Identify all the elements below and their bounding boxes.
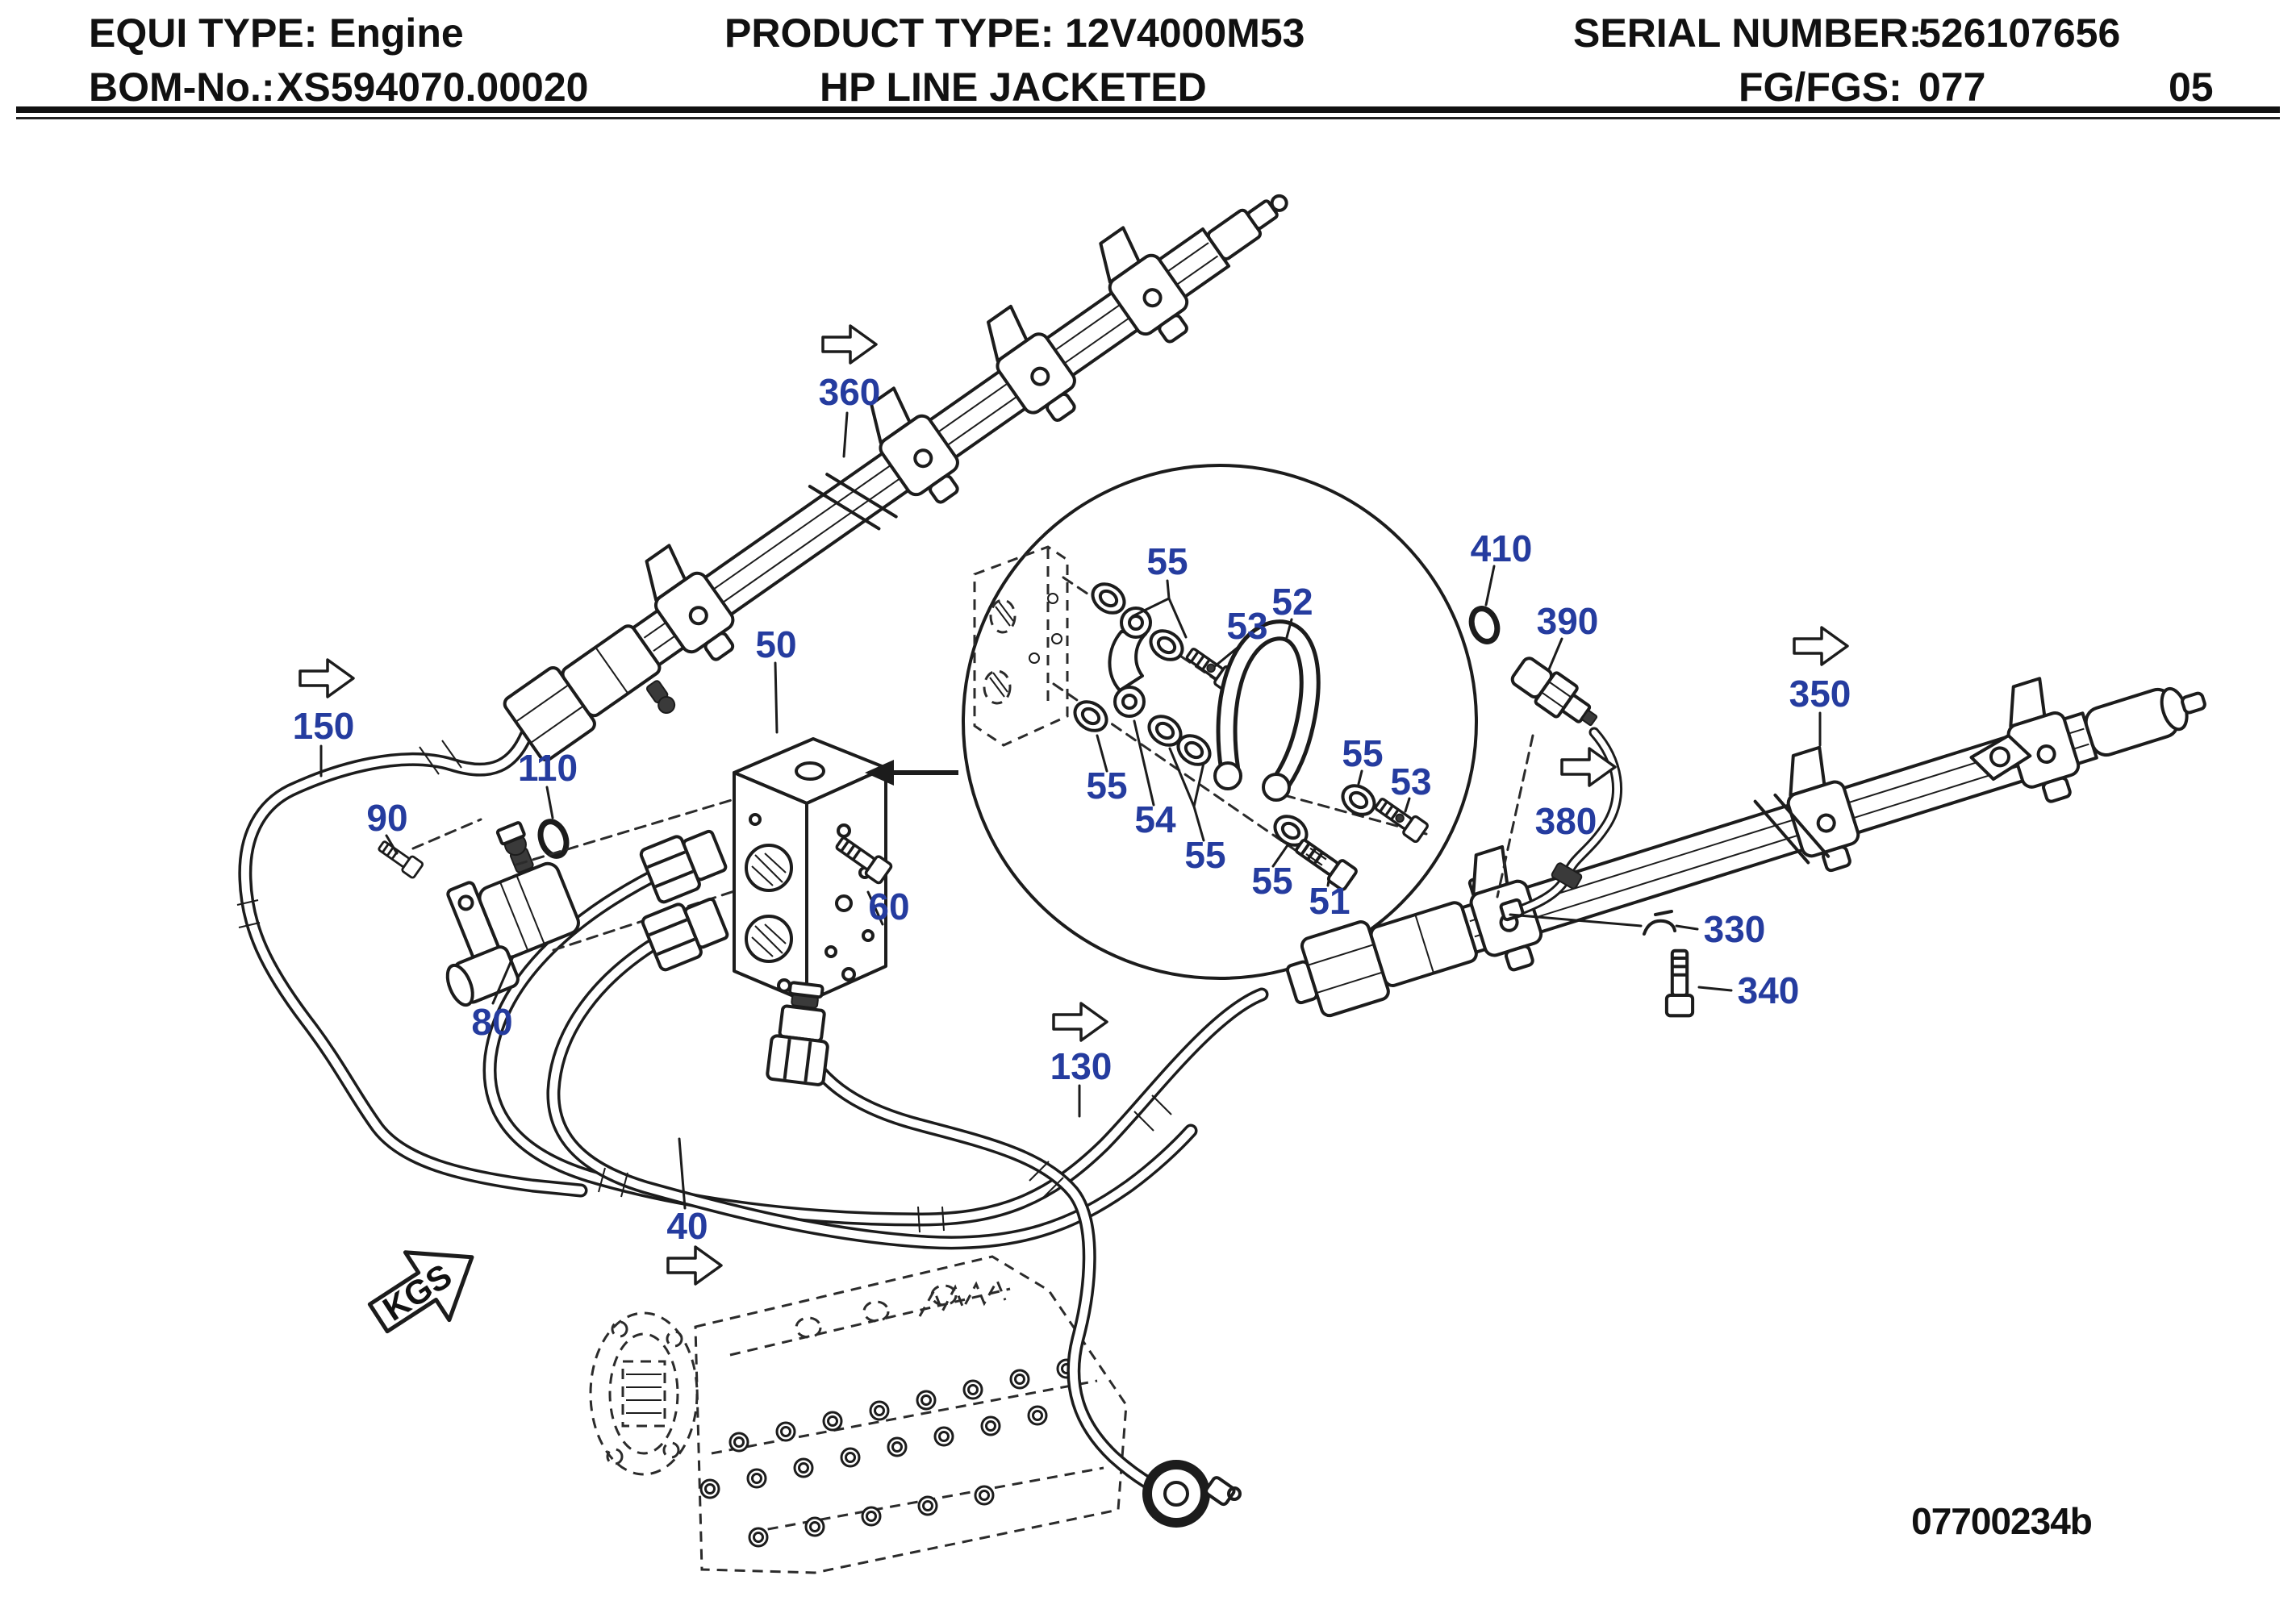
callout-110: 110 — [518, 747, 578, 789]
engine-outline — [589, 1255, 1128, 1574]
sensor-390 — [1510, 657, 1598, 727]
callout-410: 410 — [1471, 527, 1533, 569]
callouts: 360 150 90 110 50 80 60 130 40 410 390 3… — [293, 371, 1851, 1247]
header: EQUI TYPE: Engine PRODUCT TYPE: 12V4000M… — [16, 10, 2280, 119]
clip-leader — [1509, 913, 1643, 928]
callout-54: 54 — [1134, 798, 1176, 840]
hose-150 — [238, 728, 588, 1198]
product-type-label: PRODUCT TYPE: — [724, 10, 1054, 56]
banjo-bolt-53-upper — [1182, 643, 1242, 694]
callout-60: 60 — [868, 886, 909, 928]
drawing-number: 07700234b — [1911, 1500, 2092, 1542]
callout-53-right: 53 — [1390, 761, 1431, 802]
bom-no-label: BOM-No.: — [89, 65, 275, 110]
bolt-90 — [374, 836, 425, 880]
banjo-bolt-53-right — [1371, 793, 1430, 844]
direction-arrow-150 — [298, 658, 355, 698]
callout-51: 51 — [1309, 880, 1350, 922]
direction-arrow-130 — [1052, 1002, 1108, 1042]
callout-55-top: 55 — [1146, 540, 1188, 582]
callout-340: 340 — [1738, 969, 1800, 1011]
hose-engine-feed — [790, 1025, 1169, 1498]
banjo-bolt-51 — [1290, 833, 1359, 893]
pressure-sensor-ball — [1142, 1460, 1242, 1528]
hp-rail-360 — [503, 194, 1288, 762]
detail-circle — [962, 464, 1478, 980]
injector-nuts — [699, 1358, 1077, 1548]
serial-number-label: SERIAL NUMBER: — [1573, 10, 1922, 56]
callout-40: 40 — [666, 1205, 708, 1247]
fg-fgs-label: FG/FGS: — [1739, 65, 1902, 110]
sheet-number: 05 — [2169, 65, 2214, 110]
o-ring-410 — [1468, 606, 1501, 644]
callout-55-mid: 55 — [1184, 834, 1225, 876]
callout-330: 330 — [1704, 908, 1766, 950]
equi-type-label: EQUI TYPE: — [89, 10, 317, 56]
callout-130: 130 — [1050, 1045, 1113, 1087]
o-ring-110 — [537, 819, 570, 859]
callout-53-upper: 53 — [1226, 605, 1267, 647]
banjo-link-54 — [1052, 576, 1428, 878]
callout-80: 80 — [471, 1001, 512, 1043]
direction-arrow-40 — [666, 1245, 723, 1286]
cylinder-head-fragment — [973, 545, 1069, 747]
bolt-340 — [1667, 951, 1693, 1016]
callout-50: 50 — [755, 623, 796, 665]
bom-no-value: XS594070.00020 — [277, 65, 588, 110]
callout-55-bottom: 55 — [1251, 860, 1292, 902]
sensor-mount-axis — [1496, 734, 1534, 898]
vent-valve-80 — [445, 821, 580, 1007]
product-type-value: 12V4000M53 — [1065, 10, 1305, 56]
clip-330 — [1643, 910, 1676, 936]
distributor-block-50 — [733, 737, 887, 1003]
callout-55-left: 55 — [1086, 765, 1127, 807]
detail-pointer-arrow — [865, 760, 958, 786]
equi-type-value: Engine — [329, 10, 464, 56]
callout-90: 90 — [366, 797, 407, 839]
hose-union-nut-lower — [639, 890, 733, 973]
header-rule-thin — [16, 117, 2280, 119]
hose-section-ticks — [236, 740, 1172, 1233]
fg-fgs-value: 077 — [1918, 65, 1985, 110]
kgs-arrow: KGS — [367, 1250, 474, 1334]
block-bottom-fitting — [765, 981, 834, 1087]
direction-arrow-360 — [821, 324, 878, 365]
callout-390: 390 — [1537, 600, 1599, 642]
callout-350: 350 — [1789, 673, 1851, 715]
callout-55-right: 55 — [1342, 732, 1383, 774]
jacketed-loop-line-52 — [1213, 619, 1321, 802]
hp-rail-350 — [1285, 673, 2206, 1018]
drawing-title: HP LINE JACKETED — [820, 65, 1207, 110]
callout-380: 380 — [1535, 800, 1597, 842]
serial-number-value: 526107656 — [1918, 10, 2120, 56]
direction-arrow-350 — [1793, 626, 1849, 666]
hose-return — [546, 928, 1198, 1250]
hose-union-nut-upper — [637, 822, 732, 906]
callout-360: 360 — [819, 371, 881, 413]
header-rule-thick — [16, 106, 2280, 113]
callout-52: 52 — [1271, 581, 1313, 623]
callout-150: 150 — [293, 705, 355, 747]
leader-lines — [319, 411, 1822, 1210]
